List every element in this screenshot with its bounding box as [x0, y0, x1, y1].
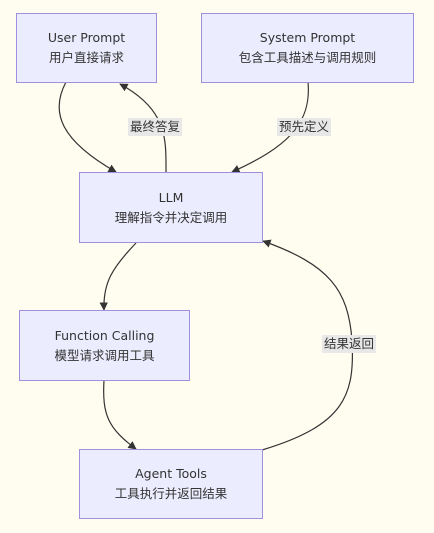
node-user-prompt: User Prompt 用户直接请求: [16, 13, 157, 83]
node-user-prompt-title: User Prompt: [47, 30, 126, 45]
node-agent-tools: Agent Tools 工具执行并返回结果: [79, 449, 263, 519]
node-system-prompt-title: System Prompt: [259, 30, 356, 45]
node-function-calling: Function Calling 模型请求调用工具: [19, 310, 190, 381]
edge-llm-to-function: [99, 242, 137, 311]
node-llm: LLM 理解指令并决定调用: [79, 172, 263, 243]
edge-label-predefined: 预先定义: [277, 118, 332, 136]
node-system-prompt: System Prompt 包含工具描述与调用规则: [201, 13, 414, 83]
node-agent-tools-subtitle: 工具执行并返回结果: [114, 486, 228, 501]
edge-label-return-result: 结果返回: [322, 335, 377, 353]
node-function-calling-title: Function Calling: [54, 327, 155, 343]
edge-label-final-answer: 最终答复: [128, 118, 183, 136]
node-agent-tools-title: Agent Tools: [135, 466, 207, 481]
node-llm-title: LLM: [158, 189, 184, 205]
node-user-prompt-subtitle: 用户直接请求: [48, 50, 124, 65]
node-function-calling-subtitle: 模型请求调用工具: [54, 347, 155, 363]
node-llm-subtitle: 理解指令并决定调用: [114, 209, 228, 225]
edge-user-to-llm: [58, 81, 117, 173]
edge-function-to-tools: [103, 379, 137, 450]
node-system-prompt-subtitle: 包含工具描述与调用规则: [238, 50, 377, 65]
